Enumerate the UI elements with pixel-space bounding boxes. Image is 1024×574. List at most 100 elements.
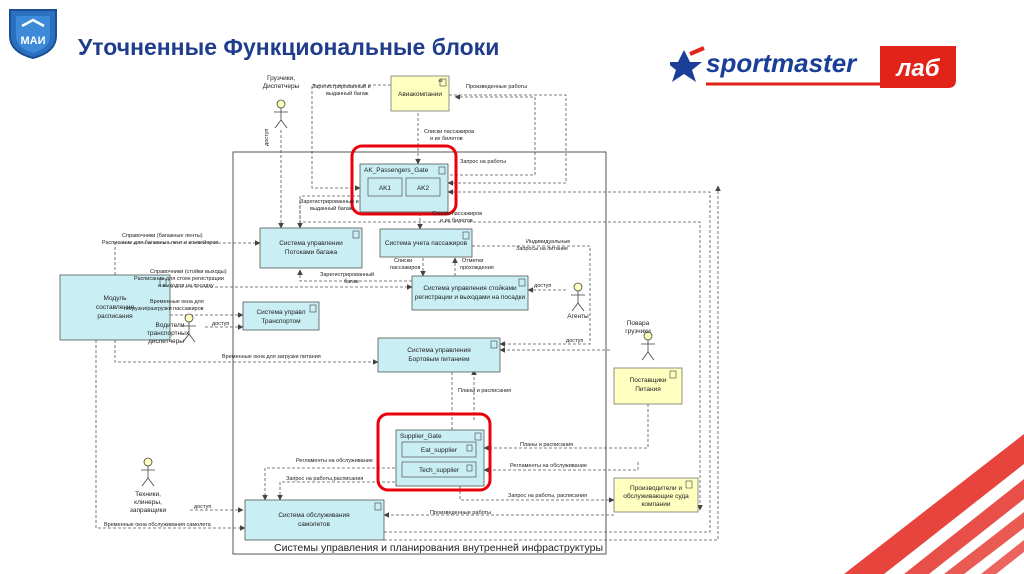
svg-text:Система учета пассажиров: Система учета пассажиров xyxy=(385,240,468,247)
actor-drivers-icon xyxy=(182,313,196,343)
svg-text:Бортовым питанием: Бортовым питанием xyxy=(408,356,470,363)
svg-text:Списки пассажиров: Списки пассажиров xyxy=(424,129,474,135)
svg-text:доступ: доступ xyxy=(194,504,211,510)
svg-text:Транспортом: Транспортом xyxy=(261,318,301,325)
svg-text:Запрос на работы: Запрос на работы xyxy=(460,159,506,165)
svg-text:Расписание для багажных лент: Расписание для багажных лент и конвейеро… xyxy=(102,239,218,246)
svg-text:Справочники (багажные ленты): Справочники (багажные ленты) xyxy=(122,233,203,239)
svg-text:Supplier_Gate: Supplier_Gate xyxy=(400,433,442,440)
svg-text:Потоками багажа: Потоками багажа xyxy=(285,248,338,256)
svg-text:транспортных: транспортных xyxy=(147,330,190,337)
svg-text:составления: составления xyxy=(96,304,135,311)
passenger-accounting-block: Система учета пассажиров xyxy=(379,228,473,258)
svg-text:Система управлении: Система управлении xyxy=(279,240,343,247)
svg-text:Производители и: Производители и xyxy=(630,485,682,492)
svg-text:Tech_supplier: Tech_supplier xyxy=(419,467,460,474)
svg-text:Произведенные работы: Произведенные работы xyxy=(466,84,527,90)
actor-loaders-icon xyxy=(274,99,288,129)
transport-system-block: Система управл Транспортом xyxy=(242,301,320,331)
svg-text:компании: компании xyxy=(642,501,671,508)
actor-cooks-icon xyxy=(641,331,655,361)
check-in-counters-block: Система управления стойками регистрации … xyxy=(411,275,529,311)
svg-text:Авиакомпании: Авиакомпании xyxy=(398,91,442,98)
star-runner-icon xyxy=(670,46,705,82)
food-suppliers-block: Поставщики Питания xyxy=(613,367,683,405)
actor-drivers-label: Водители xyxy=(156,322,185,329)
svg-text:Планы и расписания: Планы и расписания xyxy=(520,442,573,448)
actor-technicians-icon xyxy=(141,457,155,487)
boundary-label: Системы управления и планирования внутре… xyxy=(274,542,603,554)
actor-agents-label: Агенты xyxy=(567,313,589,320)
sportmaster-logo-text: sportmaster xyxy=(706,48,858,78)
svg-text:Система управления: Система управления xyxy=(407,347,471,354)
mai-logo-text: МАИ xyxy=(20,35,45,47)
slide-title: Уточненные Функциональные блоки xyxy=(78,34,500,60)
svg-text:Индивидуальные: Индивидуальные xyxy=(526,239,570,245)
svg-text:Зарегистрированный и: Зарегистрированный и xyxy=(300,198,359,205)
actor-agents-icon xyxy=(571,282,585,312)
lab-badge-text: лаб xyxy=(895,55,940,82)
svg-text:Диспетчеры: Диспетчеры xyxy=(263,83,300,90)
svg-text:Система обслуживания: Система обслуживания xyxy=(278,511,350,519)
actor-cooks-label: Повара xyxy=(627,320,650,327)
svg-text:Запрос на работы,расписания: Запрос на работы,расписания xyxy=(286,476,363,482)
schedule-module-block: Модуль составления расписания xyxy=(59,274,171,341)
svg-text:Питания: Питания xyxy=(635,386,661,393)
svg-text:Расписание для стоек регистра: Расписание для стоек регистрации xyxy=(134,276,224,282)
svg-text:Планы и расписания: Планы и расписания xyxy=(458,388,511,394)
svg-text:AK1: AK1 xyxy=(379,185,392,192)
svg-text:выданный багаж: выданный багаж xyxy=(310,205,353,212)
connection-labels: Зарегистрированный и выданный багаж Прои… xyxy=(102,83,587,528)
svg-text:Списки: Списки xyxy=(394,258,412,264)
connections xyxy=(95,84,721,541)
decorative-stripes xyxy=(844,434,1024,574)
svg-text:и их билетов: и их билетов xyxy=(440,218,473,224)
svg-text:выданный багаж: выданный багаж xyxy=(326,90,369,97)
aircraft-service-block: Система обслуживания самолетов xyxy=(244,499,385,541)
svg-text:Зарегистрированный: Зарегистрированный xyxy=(320,271,374,278)
actor-technicians-label: Техники, xyxy=(135,491,161,498)
svg-text:Временные окна для: Временные окна для xyxy=(150,299,204,305)
svg-text:и их билетов: и их билетов xyxy=(430,136,463,142)
svg-text:клинеры,: клинеры, xyxy=(134,499,162,506)
svg-text:расписания: расписания xyxy=(97,313,133,320)
mai-logo: МАИ xyxy=(9,9,57,60)
svg-text:Eat_supplier: Eat_supplier xyxy=(421,447,458,454)
catering-system-block: Система управления Бортовым питанием xyxy=(377,337,501,373)
svg-text:заправщики: заправщики xyxy=(130,507,167,514)
svg-text:Регламенты на обслуживание: Регламенты на обслуживание xyxy=(510,463,587,469)
svg-text:багаж: багаж xyxy=(344,279,359,285)
sportmaster-logo: sportmaster лаб xyxy=(670,46,956,88)
svg-text:Произведенные работы: Произведенные работы xyxy=(430,510,491,516)
svg-text:Запрос на работы, расписания: Запрос на работы, расписания xyxy=(508,493,587,499)
svg-text:обслуживающие суда: обслуживающие суда xyxy=(623,492,689,500)
svg-text:Запросы на питание: Запросы на питание xyxy=(516,246,568,252)
supplier-gate-block: Supplier_Gate Eat_supplier Tech_supplier xyxy=(395,429,485,487)
svg-text:грузчики: грузчики xyxy=(625,328,651,335)
svg-text:Временные окна для загрузки пи: Временные окна для загрузки питания xyxy=(222,354,321,360)
svg-text:доступ: доступ xyxy=(264,129,270,146)
actor-figures xyxy=(141,99,655,487)
svg-text:доступ: доступ xyxy=(566,338,583,344)
svg-text:диспетчеры: диспетчеры xyxy=(148,338,184,345)
svg-text:Зарегистрированный и: Зарегистрированный и xyxy=(312,83,371,90)
svg-text:Система управления стойками: Система управления стойками xyxy=(423,284,517,292)
aviakompanii-block: Авиакомпании xyxy=(390,75,450,112)
svg-text:Временные окна обслуживания с: Временные окна обслуживания самолета xyxy=(104,522,212,528)
svg-text:регистрации и выходами на поса: регистрации и выходами на посадки xyxy=(415,294,526,301)
service-companies-block: Производители и обслуживающие суда компа… xyxy=(613,477,699,513)
highlight-supplier-gate xyxy=(376,412,492,492)
svg-text:самолетов: самолетов xyxy=(298,521,331,528)
svg-text:Отметки: Отметки xyxy=(462,258,483,264)
component-icons xyxy=(159,78,693,511)
svg-text:Справочники (стойки выходы): Справочники (стойки выходы) xyxy=(150,268,227,275)
infrastructure-boundary xyxy=(232,151,607,555)
svg-text:AK2: AK2 xyxy=(417,185,430,192)
svg-text:AK_Passengers_Gate: AK_Passengers_Gate xyxy=(364,167,429,174)
svg-text:Модуль: Модуль xyxy=(103,295,127,302)
svg-text:погрузки/разгрузки пассажиров: погрузки/разгрузки пассажиров xyxy=(124,306,204,312)
highlight-ak-gate xyxy=(350,144,458,216)
svg-text:Регламенты на обслуживание: Регламенты на обслуживание xyxy=(296,458,373,464)
svg-text:доступ: доступ xyxy=(212,321,229,327)
